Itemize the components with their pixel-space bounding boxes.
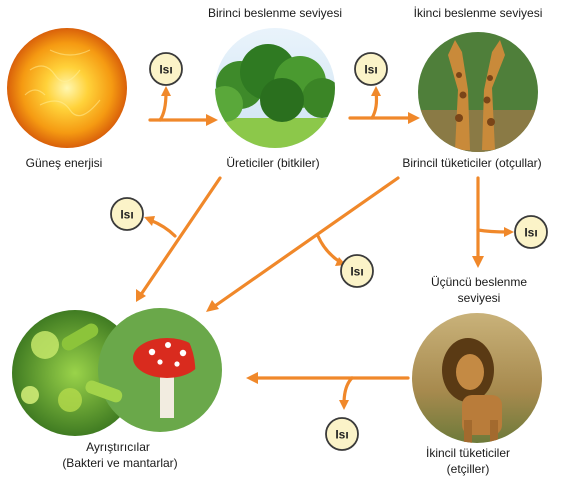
arrowhead-heat-primary xyxy=(504,227,514,237)
heat-bubble-sun: Isı xyxy=(150,53,182,85)
arrowhead-heat-producers xyxy=(371,86,381,96)
bacteria-mushroom-image xyxy=(12,308,222,436)
giraffes-image xyxy=(418,32,538,160)
producers-label: Üreticiler (bitkiler) xyxy=(226,156,319,170)
sun-image xyxy=(7,28,127,148)
decomposers-label-line2: (Bakteri ve mantarlar) xyxy=(62,456,177,470)
decomposers-label-line1: Ayrıştırıcılar xyxy=(86,440,150,454)
arrow-producers-to-decomposers xyxy=(140,178,220,296)
primary-consumers-label: Birincil tüketiciler (otçullar) xyxy=(402,156,541,170)
arrowhead-heat-producers-down xyxy=(144,216,155,226)
third-level-header-line2: seviyesi xyxy=(458,291,501,305)
svg-text:Isı: Isı xyxy=(350,265,363,279)
svg-text:Isı: Isı xyxy=(335,428,348,442)
heat-bubble-producers: Isı xyxy=(355,53,387,85)
arrowhead-heat-secondary xyxy=(339,400,349,410)
heat-branch-primary xyxy=(478,230,508,232)
heat-branch-sun xyxy=(160,92,166,120)
third-level-header-line1: Üçüncü beslenme xyxy=(431,275,527,289)
heat-bubble-secondary: Isı xyxy=(326,418,358,450)
arrowhead-decomposers-bottom xyxy=(246,372,258,384)
svg-text:Isı: Isı xyxy=(120,208,133,222)
svg-text:Isı: Isı xyxy=(524,226,537,240)
svg-text:Isı: Isı xyxy=(159,63,172,77)
second-level-header: İkinci beslenme seviyesi xyxy=(414,6,543,20)
arrowhead-primary xyxy=(408,112,420,124)
arrowhead-heat-sun xyxy=(161,86,171,96)
forest-image xyxy=(207,28,342,158)
heat-branch-primary-down xyxy=(318,236,340,262)
arrowhead-producers xyxy=(206,114,218,126)
svg-text:Isı: Isı xyxy=(364,63,377,77)
lion-image xyxy=(412,313,542,444)
heat-bubble-producers-down: Isı xyxy=(111,198,143,230)
arrow-primary-to-decomposers xyxy=(212,178,398,308)
sun-label: Güneş enerjisi xyxy=(26,156,103,170)
heat-bubble-primary-down: Isı xyxy=(341,255,373,287)
heat-bubble-primary: Isı xyxy=(515,216,547,248)
arrowhead-secondary-level xyxy=(472,256,484,268)
heat-branch-producers-down xyxy=(150,220,175,236)
secondary-consumers-label-line1: İkincil tüketiciler xyxy=(426,446,510,460)
secondary-consumers-label-line2: (etçiller) xyxy=(447,462,490,476)
first-level-header: Birinci beslenme seviyesi xyxy=(208,6,342,20)
